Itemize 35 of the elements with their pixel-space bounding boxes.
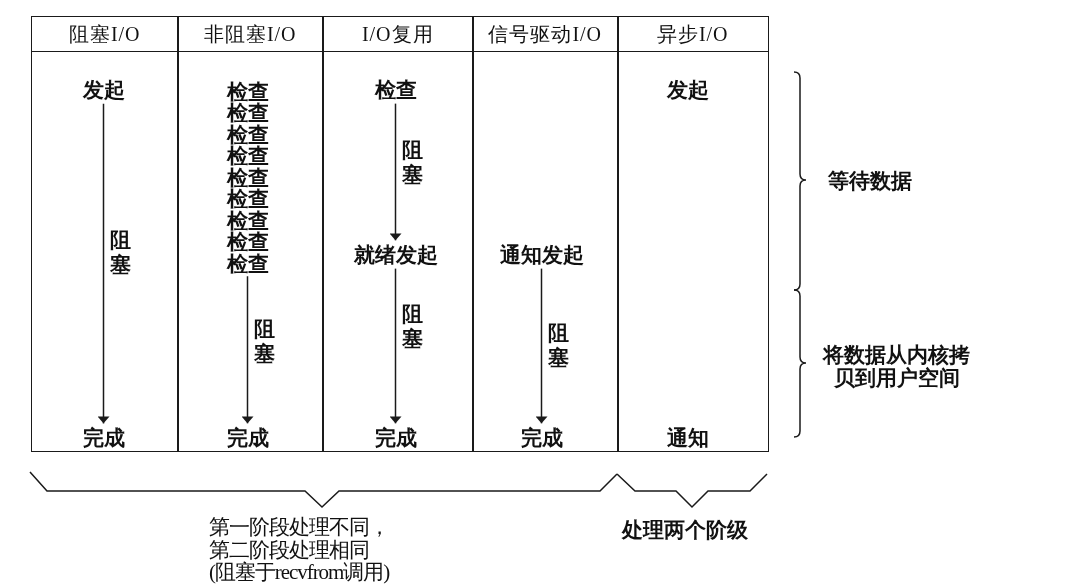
arrow [244,275,251,425]
step-label: 完成 [374,424,417,451]
step-label: 完成 [82,424,125,451]
edge-label: 阻塞 [401,138,424,188]
step-label: 完成 [520,424,563,451]
step-label: 通知 [666,424,709,451]
edge-label: 阻塞 [109,228,132,278]
step-label: 就绪发起 [353,241,438,268]
edge-label: 阻塞 [401,302,424,352]
step-label: 检查 [374,76,417,103]
step-label: 完成 [226,424,269,451]
step-label: 发起 [666,76,709,103]
table-column [177,16,324,452]
table-column [31,16,179,452]
step-label: 发起 [82,76,125,103]
column-header: 阻塞I/O [32,17,178,52]
annotation-text: 等待数据 [828,170,912,193]
table-column [322,16,474,452]
arrow [538,267,545,425]
column-header: 非阻塞I/O [178,17,323,52]
edge-label: 阻塞 [547,321,570,371]
annotation-text: 将数据从内核拷贝到用户空间 [821,344,972,389]
edge-label: 阻塞 [253,317,276,367]
arrow [100,102,107,425]
annotation-text: 第一阶段处理不同，第二阶段处理相同(阻塞于recvfrom调用) [209,516,391,584]
arrow [392,102,399,242]
column-header: 信号驱动I/O [473,17,618,52]
annotation-text: 处理两个阶级 [622,519,748,542]
column-header: 异步I/O [618,17,768,52]
table-column [617,16,769,452]
step-label: 通知发起 [499,241,584,268]
table-column [472,16,619,452]
arrow [392,267,399,425]
step-label: 检查 [226,253,269,276]
column-header: I/O复用 [323,17,473,52]
